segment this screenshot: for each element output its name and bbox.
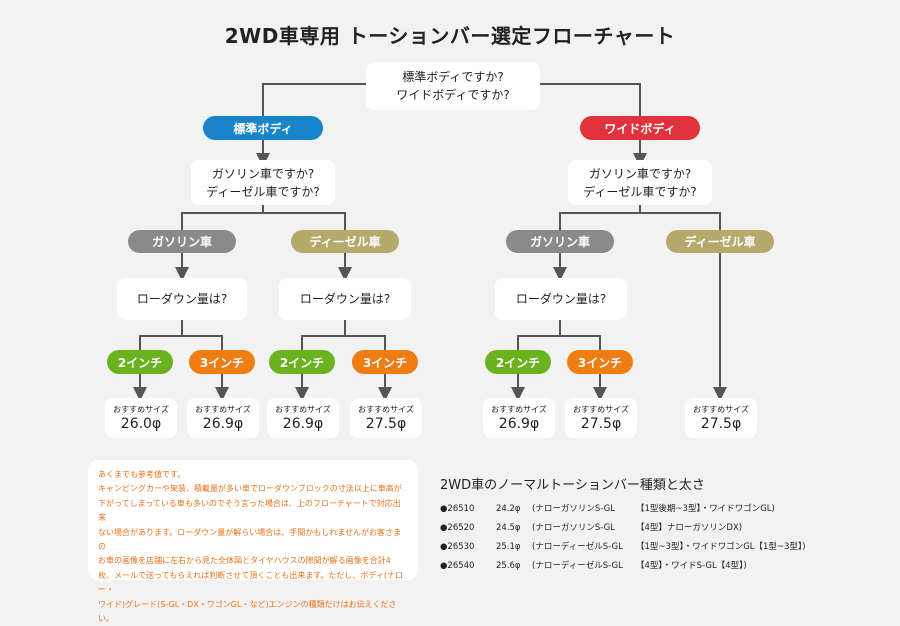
- page-title: 2WD車専用 トーションバー選定フローチャート: [224, 24, 676, 48]
- vehicle-model: 【1型後期~3型】・ワイドワゴンGL): [636, 504, 775, 514]
- pill-2inch: 2インチ: [485, 350, 551, 374]
- part-code: ●26530: [440, 542, 475, 552]
- question-fuel-standard: ガソリン車ですか? ディーゼル車ですか?: [191, 160, 335, 205]
- question-body-type: 標準ボディですか? ワイドボディですか?: [366, 62, 540, 110]
- note-line: 下がってしまっている車も多いのでそう言った場合は、上のフローチャートで対応出来: [98, 498, 401, 523]
- pill-3inch: 3インチ: [189, 350, 255, 374]
- bar-size: 24.5φ: [496, 523, 521, 533]
- question-line: ガソリン車ですか?: [588, 166, 692, 181]
- reference-note: あくまでも参考値です。 キャンピングカーや架装、積載量が多い車でローダウンブロッ…: [88, 460, 418, 623]
- vehicle-model: 【1型~3型】・ワイドワゴンGL【1型~3型】): [636, 542, 806, 552]
- question-lowdown: ローダウン量は?: [279, 278, 411, 320]
- recommend-label: おすすめサイズ: [573, 404, 629, 414]
- recommend-label: おすすめサイズ: [693, 404, 749, 414]
- result-value: 27.5φ: [580, 415, 622, 432]
- vehicle-type: (ナローガソリンS-GL: [532, 523, 615, 533]
- question-fuel-wide: ガソリン車ですか? ディーゼル車ですか?: [568, 160, 712, 205]
- recommend-label: おすすめサイズ: [358, 404, 414, 414]
- recommend-label: おすすめサイズ: [491, 404, 547, 414]
- torsion-bar-list-title: 2WD車のノーマルトーションバー種類と太さ: [440, 478, 705, 493]
- vehicle-type: (ナローディーゼルS-GL: [532, 542, 623, 552]
- pill-2inch: 2インチ: [107, 350, 173, 374]
- recommend-label: おすすめサイズ: [195, 404, 251, 414]
- result-box: おすすめサイズ 26.9φ: [483, 398, 555, 438]
- connector-lowdown-split-1: [139, 320, 223, 350]
- result-value: 27.5φ: [365, 415, 407, 432]
- pill-standard-body: 標準ボディ: [203, 116, 323, 140]
- connector-std-fuel-split: [181, 205, 346, 230]
- result-box: おすすめサイズ 27.5φ: [685, 398, 757, 438]
- connector-root: [262, 83, 366, 116]
- part-code: ●26520: [440, 523, 475, 533]
- connector-lowdown-split-3: [517, 320, 601, 350]
- bar-size: 24.2φ: [496, 504, 521, 514]
- result-box: おすすめサイズ 26.9φ: [187, 398, 259, 438]
- note-line: ワイド)グレード(S-GL・DX・ワゴンGL・など)エンジンの種類だけはお伝えく…: [98, 599, 397, 624]
- pill-wide-body: ワイドボディ: [580, 116, 700, 140]
- pill-3inch: 3インチ: [352, 350, 418, 374]
- question-line: ディーゼル車ですか?: [583, 184, 697, 199]
- part-code: ●26540: [440, 561, 475, 571]
- result-box: おすすめサイズ 26.0φ: [105, 398, 177, 438]
- pill-2inch: 2インチ: [269, 350, 335, 374]
- result-value: 26.9φ: [282, 415, 324, 432]
- pill-gasoline: ガソリン車: [506, 230, 614, 253]
- result-box: おすすめサイズ 27.5φ: [350, 398, 422, 438]
- result-box: おすすめサイズ 27.5φ: [565, 398, 637, 438]
- pill-3inch: 3インチ: [567, 350, 633, 374]
- vehicle-type: (ナローガソリンS-GL: [532, 504, 615, 514]
- note-line: キャンピングカーや架装、積載量が多い車でローダウンブロックの寸法以上に車高が: [98, 484, 402, 494]
- question-lowdown: ローダウン量は?: [495, 278, 627, 320]
- note-line: ない場合があります。ローダウン量が解らい場合は、手間かもしれませんがお客さまの: [98, 527, 401, 552]
- connector-wide-fuel-split: [559, 205, 721, 230]
- recommend-label: おすすめサイズ: [275, 404, 331, 414]
- part-code: ●26510: [440, 504, 475, 514]
- result-value: 26.9φ: [498, 415, 540, 432]
- recommend-label: おすすめサイズ: [113, 404, 169, 414]
- pill-diesel: ディーゼル車: [666, 230, 774, 253]
- question-line: ワイドボディですか?: [396, 88, 510, 102]
- result-value: 26.0φ: [120, 415, 162, 432]
- note-line: お車の画像を店舗に左右から見た全体図とタイヤハウスの隙間が解る画像を合計4: [98, 556, 391, 566]
- result-value: 26.9φ: [202, 415, 244, 432]
- result-value: 27.5φ: [700, 415, 742, 432]
- question-lowdown: ローダウン量は?: [117, 278, 247, 320]
- flowchart-connectors: [133, 83, 727, 401]
- bar-size: 25.6φ: [496, 561, 521, 571]
- pill-gasoline: ガソリン車: [128, 230, 236, 253]
- bar-size: 25.1φ: [496, 542, 521, 552]
- vehicle-type: (ナローディーゼルS-GL: [532, 561, 623, 571]
- note-line: あくまでも参考値です。: [98, 470, 186, 479]
- vehicle-model: 【4型】ナローガソリンDX): [636, 523, 743, 533]
- connector-lowdown-split-2: [301, 320, 386, 350]
- question-line: 標準ボディですか?: [402, 70, 504, 84]
- result-box: おすすめサイズ 26.9φ: [267, 398, 339, 438]
- question-line: ガソリン車ですか?: [211, 166, 315, 181]
- question-line: ディーゼル車ですか?: [206, 184, 320, 199]
- vehicle-model: 【4型】・ワイドS-GL【4型】): [636, 561, 747, 571]
- pill-diesel: ディーゼル車: [291, 230, 399, 253]
- connector-root: [540, 83, 641, 116]
- note-line: 枚、メールで送ってもらえれば判断させて頂くことも出来ます。ただし、ボディ(ナロー…: [98, 570, 403, 595]
